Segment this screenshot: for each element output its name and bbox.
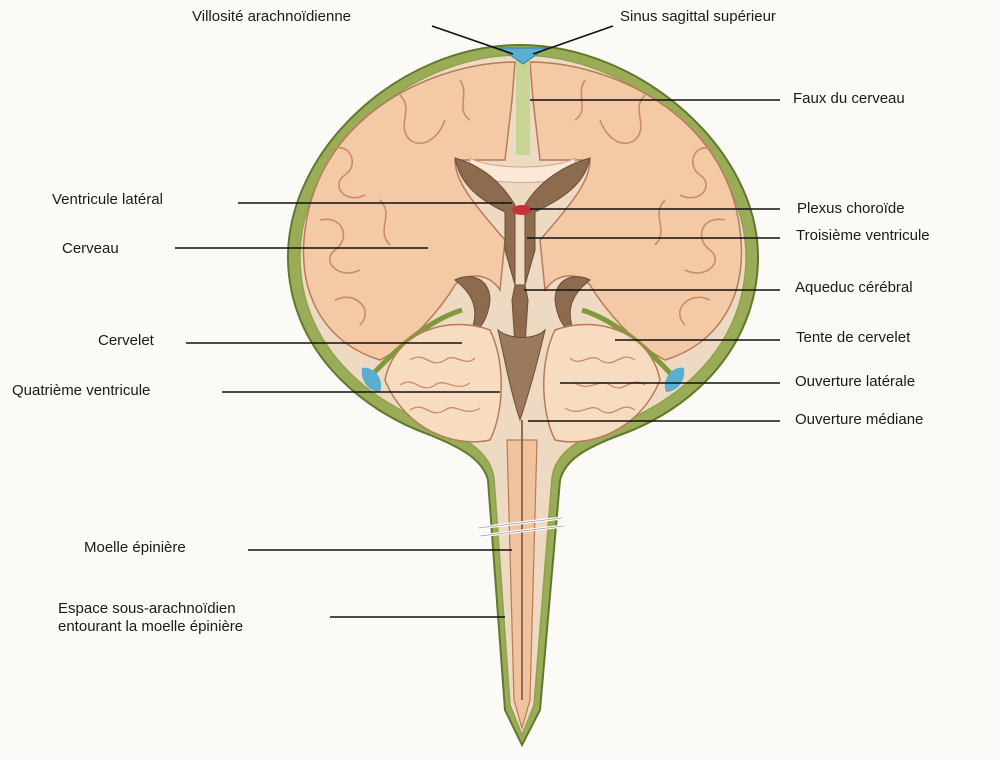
- label-quatrieme-ventricule: Quatrième ventricule: [12, 382, 150, 400]
- label-cerveau: Cerveau: [62, 240, 119, 258]
- label-espace-sous-arachnoidien: Espace sous-arachnoïdien entourant la mo…: [58, 600, 243, 636]
- label-tente-de-cervelet: Tente de cervelet: [796, 329, 910, 347]
- label-ventricule-lateral: Ventricule latéral: [52, 191, 163, 209]
- label-sinus-sagittal-superieur: Sinus sagittal supérieur: [620, 8, 776, 26]
- label-cervelet: Cervelet: [98, 332, 154, 350]
- label-troisieme-ventricule: Troisième ventricule: [796, 227, 930, 245]
- label-moelle-epiniere: Moelle épinière: [84, 539, 186, 557]
- label-ouverture-laterale: Ouverture latérale: [795, 373, 915, 391]
- label-aqueduc-cerebral: Aqueduc cérébral: [795, 279, 913, 297]
- label-villosite-arachnoidienne: Villosité arachnoïdienne: [192, 8, 351, 26]
- choroid-plexus: [512, 205, 532, 215]
- label-espace-line-1: Espace sous-arachnoïdien: [58, 600, 243, 618]
- label-ouverture-mediane: Ouverture médiane: [795, 411, 923, 429]
- label-faux-du-cerveau: Faux du cerveau: [793, 90, 905, 108]
- label-espace-line-2: entourant la moelle épinière: [58, 618, 243, 636]
- label-plexus-choroide: Plexus choroïde: [797, 200, 905, 218]
